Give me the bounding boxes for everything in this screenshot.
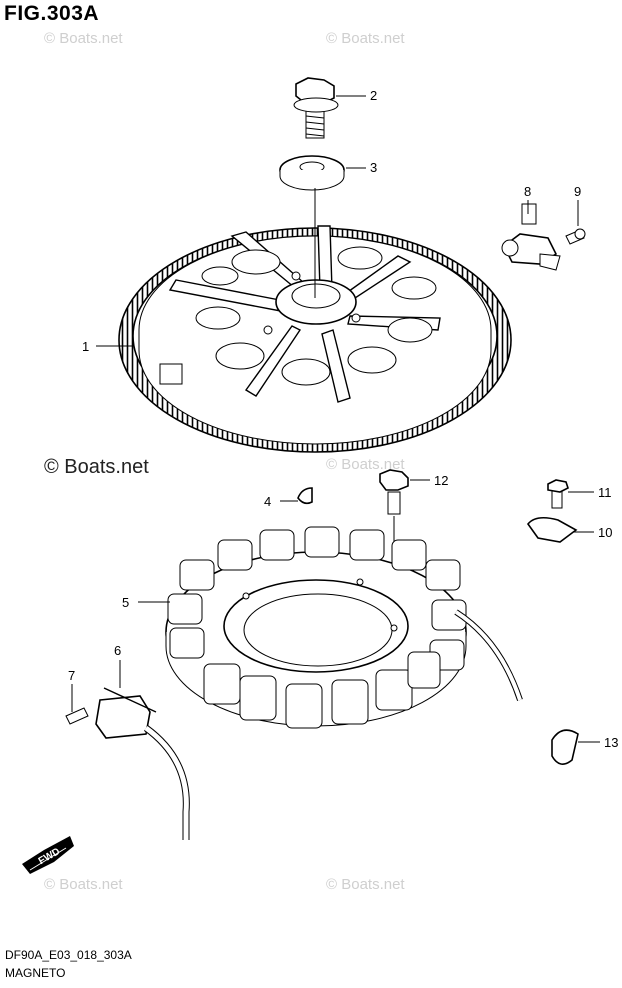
sensor-bolt bbox=[565, 228, 586, 245]
callout-5: 5 bbox=[122, 595, 129, 610]
footer-code: DF90A_E03_018_303A bbox=[5, 948, 132, 962]
callout-8: 8 bbox=[524, 184, 531, 199]
callout-6: 6 bbox=[114, 643, 121, 658]
callout-2: 2 bbox=[370, 88, 377, 103]
callout-1: 1 bbox=[82, 339, 89, 354]
wire-clamp bbox=[526, 516, 578, 543]
callout-10: 10 bbox=[598, 525, 612, 540]
washer bbox=[279, 155, 345, 191]
pulser-coil bbox=[95, 687, 190, 840]
stator bbox=[165, 526, 523, 729]
flywheel-bolt bbox=[293, 77, 339, 139]
pulser-screw bbox=[65, 707, 89, 725]
crank-position-sensor bbox=[501, 203, 561, 271]
callout-4: 4 bbox=[264, 494, 271, 509]
figure-title: FIG.303A bbox=[4, 2, 100, 25]
stator-bolt bbox=[379, 469, 409, 515]
callout-9: 9 bbox=[574, 184, 581, 199]
callout-leaders bbox=[71, 95, 600, 743]
watermark: © Boats.net bbox=[44, 30, 123, 47]
callout-12: 12 bbox=[434, 473, 448, 488]
watermark: © Boats.net bbox=[326, 456, 405, 473]
watermark-main: © Boats.net bbox=[44, 456, 149, 478]
flywheel bbox=[118, 225, 512, 453]
footer-name: MAGNETO bbox=[5, 966, 66, 980]
watermark: © Boats.net bbox=[44, 876, 123, 893]
callout-11: 11 bbox=[598, 485, 612, 500]
watermark: © Boats.net bbox=[326, 30, 405, 47]
fwd-arrow bbox=[22, 836, 74, 874]
callout-3: 3 bbox=[370, 160, 377, 175]
wire-clip bbox=[551, 729, 579, 765]
callout-numbers: 1 2 3 4 5 6 7 8 9 10 11 12 13 bbox=[68, 88, 618, 750]
callout-13: 13 bbox=[604, 735, 618, 750]
callout-7: 7 bbox=[68, 668, 75, 683]
watermark: © Boats.net bbox=[326, 876, 405, 893]
key bbox=[297, 487, 313, 505]
clamp-bolt bbox=[547, 479, 569, 509]
